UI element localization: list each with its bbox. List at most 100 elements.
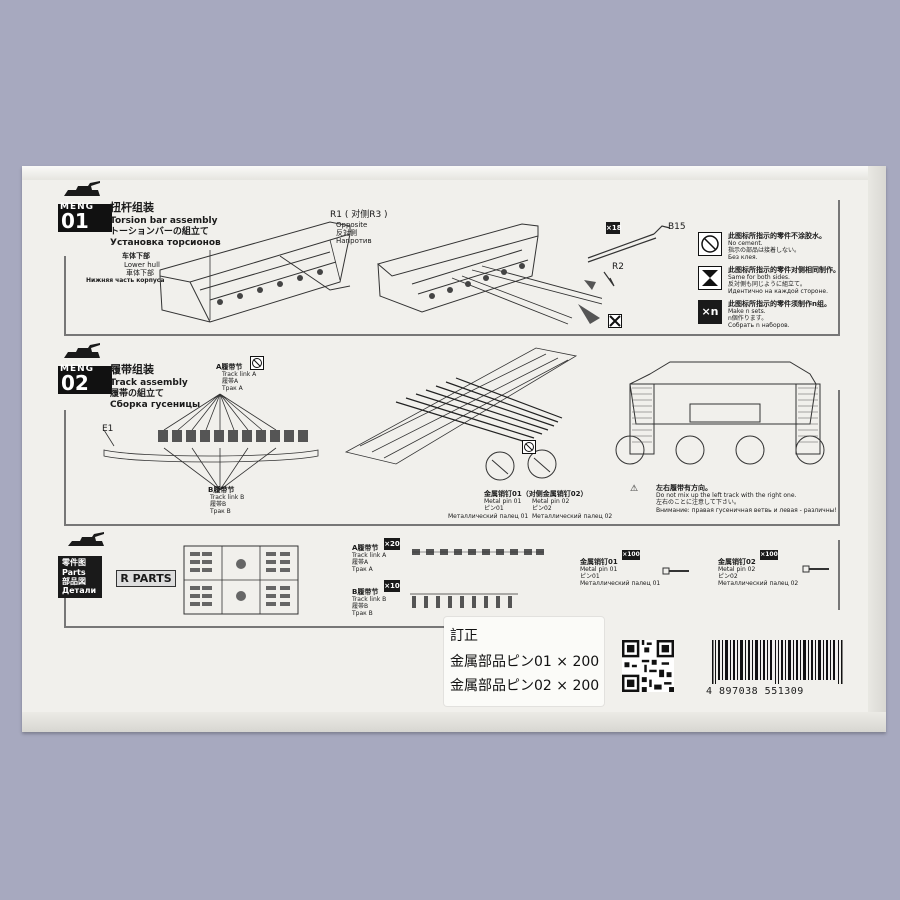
lower-hull-ru: Нижняя часть корпуса <box>86 277 165 284</box>
box-bottom-edge <box>22 712 886 732</box>
parts-a-en: Track link A <box>352 552 387 559</box>
hull-with-torsion-bars-drawing <box>376 223 602 325</box>
track-jig-drawing <box>103 393 319 490</box>
warn-en: Do not mix up the left track with the ri… <box>656 492 797 499</box>
tank-silhouette-icon <box>64 181 100 196</box>
pin-en2: Metal pin 02 <box>532 498 570 505</box>
step2-number: 02 <box>61 371 89 395</box>
same-both-sides-icon <box>698 266 722 290</box>
same-both-sides-small-icon <box>608 314 622 328</box>
parts-header-block <box>58 556 102 598</box>
step2-right-border <box>838 390 840 526</box>
parts-pin1-jp: ピン01 <box>580 573 600 580</box>
barcode-bars <box>712 640 843 684</box>
parts-pin1-cn: 金属销钉01 <box>580 558 618 566</box>
r-parts-label: R PARTS <box>116 570 176 587</box>
lower-hull-drawing <box>159 221 351 323</box>
parts-pin1-qty: ×100 <box>622 550 640 560</box>
pin-jp1: ピン01 <box>484 505 504 512</box>
same-sides-ru: Идентично на каждой стороне. <box>728 288 828 295</box>
step2-logo: MENG 02 <box>58 364 112 395</box>
lower-hull-cn: 车体下部 <box>122 252 150 260</box>
r1-label: R1 ( 对侧R3 ) <box>330 210 388 220</box>
metal-pin-02-drawing <box>802 565 829 573</box>
no-cement-en: No cement. <box>728 240 763 247</box>
parts-pin2-qty: ×100 <box>760 550 778 560</box>
tank-silhouette-icon <box>64 343 100 358</box>
hull-rear-view-drawing <box>615 361 825 465</box>
lower-hull-jp: 車体下部 <box>126 269 154 277</box>
parts-separator <box>64 626 444 628</box>
parts-a-cn: A履带节 <box>352 544 379 552</box>
parts-left-border <box>64 596 66 628</box>
parts-pin1-ru: Металлический палец 01 <box>580 580 661 587</box>
sprue-r-drawing <box>183 545 299 615</box>
parts-b-jp: 履帯B <box>352 603 369 610</box>
step1-left-border <box>64 256 66 336</box>
step1-logo: MENG 01 <box>58 202 112 233</box>
box-top-edge <box>22 166 886 180</box>
link-b-ru: Трак B <box>210 508 231 515</box>
link-a-ru: Трак A <box>222 385 243 392</box>
warn-jp: 左右のことに注意して下さい。 <box>656 499 740 506</box>
opposite-jp: 反対側 <box>336 229 357 237</box>
step2-title-cn: 履带组装 <box>110 363 154 376</box>
no-cement-small-icon <box>522 440 536 454</box>
step1-separator <box>64 334 838 336</box>
link-a-en: Track link A <box>222 371 257 378</box>
no-cement-icon <box>698 232 722 256</box>
link-b-en: Track link B <box>210 494 245 501</box>
lower-hull-en: Lower hull <box>124 261 160 269</box>
make-n-sets-icon: ×n <box>698 300 722 324</box>
step1-title-ru: Установка торсионов <box>110 238 221 248</box>
step2-brand: MENG <box>60 364 95 374</box>
pin-ru2: Металлический палец 02 <box>532 513 613 520</box>
step1-number: 01 <box>61 209 89 233</box>
e1-label: E1 <box>102 424 114 434</box>
pin-en1: Metal pin 01 <box>484 498 522 505</box>
track-assembly-drawing <box>344 347 578 481</box>
parts-pin2-en: Metal pin 02 <box>718 566 756 573</box>
correction-sticker: 訂正 金属部品ピン01 × 200 金属部品ピン02 × 200 <box>444 617 604 706</box>
warn-cn: 左右履带有方向。 <box>656 484 712 492</box>
step2-separator <box>64 524 838 526</box>
parts-b-en: Track link B <box>352 596 387 603</box>
metal-pin-01-drawing <box>662 567 689 575</box>
step1-title-en: Torsion bar assembly <box>110 216 218 226</box>
parts-pin2-cn: 金属销钉02 <box>718 558 756 566</box>
parts-pin2-jp: ピン02 <box>718 573 738 580</box>
parts-a-qty: ×20 <box>384 538 400 550</box>
qr-code-icon <box>622 640 674 692</box>
torsion-bar-part-drawing <box>584 225 671 290</box>
link-a-jp: 履帯A <box>222 378 239 385</box>
parts-title-cn: 零件图 <box>62 558 86 567</box>
step2-title-en: Track assembly <box>110 378 188 388</box>
no-cement-small-icon <box>250 356 264 370</box>
step2-left-border <box>64 410 66 526</box>
same-sides-jp: 反対側も同じように組立て。 <box>728 281 806 288</box>
warning-triangle-icon: ⚠ <box>630 484 639 494</box>
pin-cn: 金属销钉01（对侧金属销钉02） <box>484 490 588 498</box>
track-link-b-strip <box>410 593 518 608</box>
link-a-cn: A履带节 <box>216 363 243 371</box>
pin-jp2: ピン02 <box>532 505 552 512</box>
step1-title-cn: 扭杆组装 <box>110 201 154 214</box>
r2-label: R2 <box>612 262 624 272</box>
opposite-en: Opposite <box>336 221 368 229</box>
track-link-a-strip <box>412 549 544 555</box>
no-cement-cn: 此图标所指示的零件不涂胶水。 <box>728 232 826 240</box>
parts-a-ru: Трак A <box>352 566 373 573</box>
same-sides-cn: 此图标所指示的零件对侧相同制作。 <box>728 266 840 274</box>
barcode-number: 4 897038 551309 <box>706 686 804 697</box>
parts-title-ru: Детали <box>62 586 97 595</box>
parts-title-jp: 部品図 <box>62 577 86 586</box>
opposite-ru: Напротив <box>336 237 372 245</box>
link-b-jp: 履帯B <box>210 501 227 508</box>
sticker-line2: 金属部品ピン01 × 200 <box>450 654 600 670</box>
xn-en: Make n sets. <box>728 308 766 315</box>
no-cement-jp: 指示の部品は接着しない。 <box>728 247 801 254</box>
parts-pin2-ru: Металлический палец 02 <box>718 580 799 587</box>
xn-cn: 此图标所指示的零件须制作n组。 <box>728 300 831 308</box>
step1-right-border <box>838 200 840 336</box>
parts-right-border <box>838 540 840 610</box>
